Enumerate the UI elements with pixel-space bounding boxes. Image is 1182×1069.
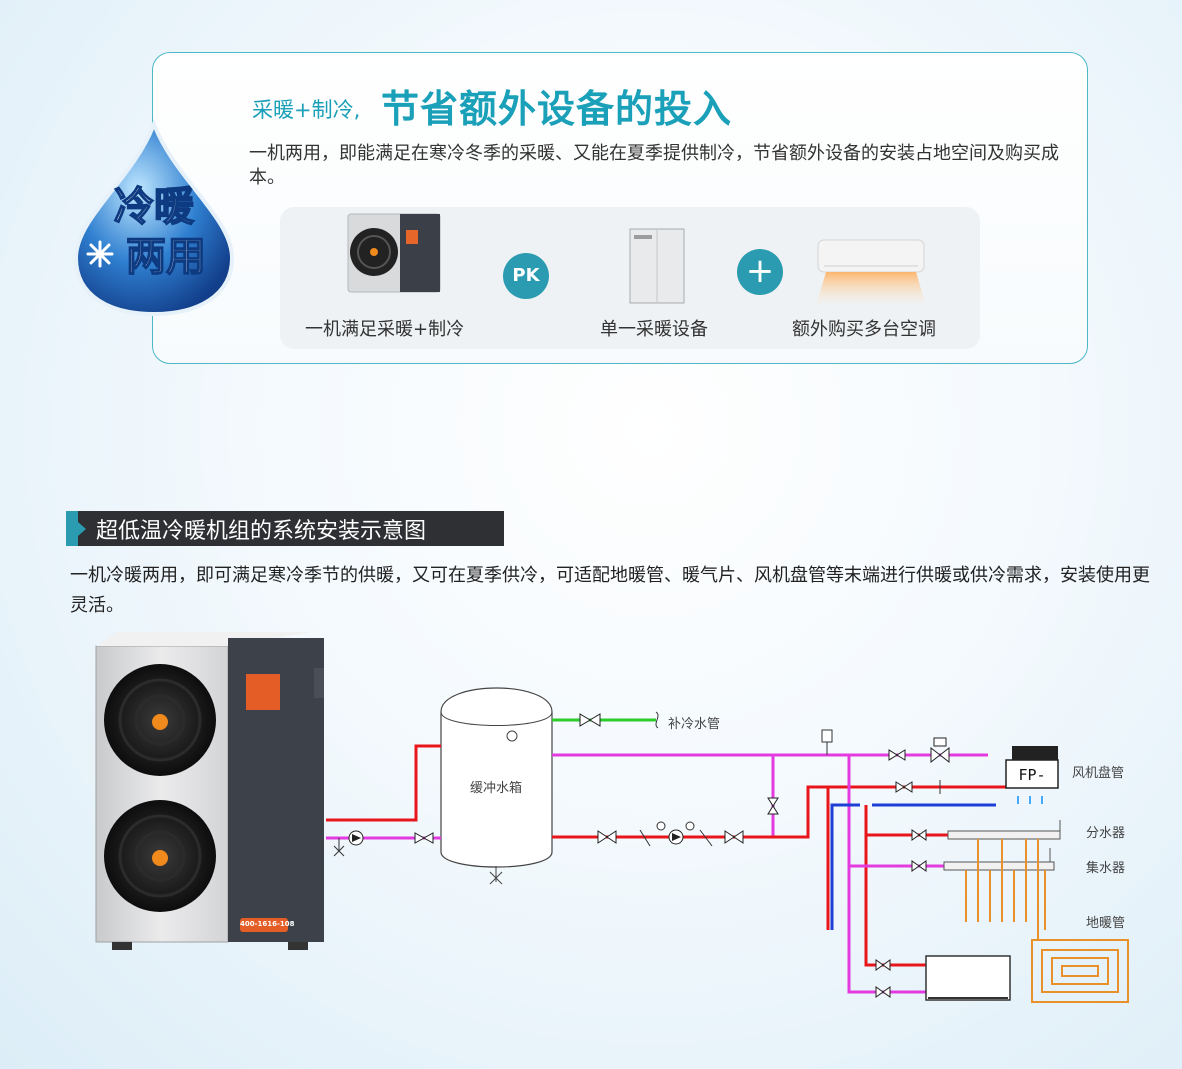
makeup-pipe-label: 补冷水管 bbox=[668, 717, 721, 732]
badge-line1: 冷暖 bbox=[114, 184, 195, 230]
feature-title: 节省额外设备的投入 bbox=[381, 87, 733, 131]
badge-line2: 两用 bbox=[126, 234, 206, 280]
heat-pump-unit-image bbox=[347, 213, 441, 293]
feature-description: 一机两用，即能满足在寒冷冬季的采暖、又能在夏季提供制冷，节省额外设备的安装占地空… bbox=[249, 143, 1059, 188]
air-conditioner-image bbox=[816, 239, 926, 306]
fan-coil-unit bbox=[1005, 746, 1059, 804]
distributor-label: 分水器 bbox=[1086, 826, 1126, 841]
system-description: 一机冷暖两用，即可满足寒冷季节的供暖，又可在夏季供冷，可适配地暖管、暖气片、风机… bbox=[70, 565, 1150, 616]
section-title-bar bbox=[66, 511, 504, 546]
buffer-tank-label: 缓冲水箱 bbox=[470, 781, 523, 796]
outdoor-unit-image bbox=[95, 632, 324, 950]
fan-coil-tag: FP- bbox=[1018, 766, 1045, 784]
section-title: 超低温冷暖机组的系统安装示意图 bbox=[96, 519, 427, 544]
floor-heating-pipes bbox=[965, 839, 1129, 1003]
floor-heating-label: 地暖管 bbox=[1086, 916, 1126, 931]
fan-coil-label: 风机盘管 bbox=[1072, 766, 1125, 781]
pk-icon: PK bbox=[503, 253, 549, 299]
collector-label: 集水器 bbox=[1086, 861, 1126, 876]
heating-cabinet-image bbox=[629, 228, 685, 304]
unit-hotline: 400-1616-108 bbox=[240, 920, 295, 928]
radiator bbox=[925, 955, 1011, 1001]
snowflake-icon bbox=[86, 240, 114, 268]
plus-icon: + bbox=[737, 249, 783, 295]
water-drop-badge: 冷暖 两用 bbox=[73, 118, 235, 317]
buffer-tank bbox=[440, 687, 553, 885]
feature-title-small: 采暖+制冷, bbox=[252, 98, 361, 122]
comparison-caption-ac: 额外购买多台空调 bbox=[792, 319, 936, 340]
comparison-caption-heat-pump: 一机满足采暖+制冷 bbox=[305, 319, 465, 340]
comparison-caption-heater: 单一采暖设备 bbox=[600, 319, 708, 340]
